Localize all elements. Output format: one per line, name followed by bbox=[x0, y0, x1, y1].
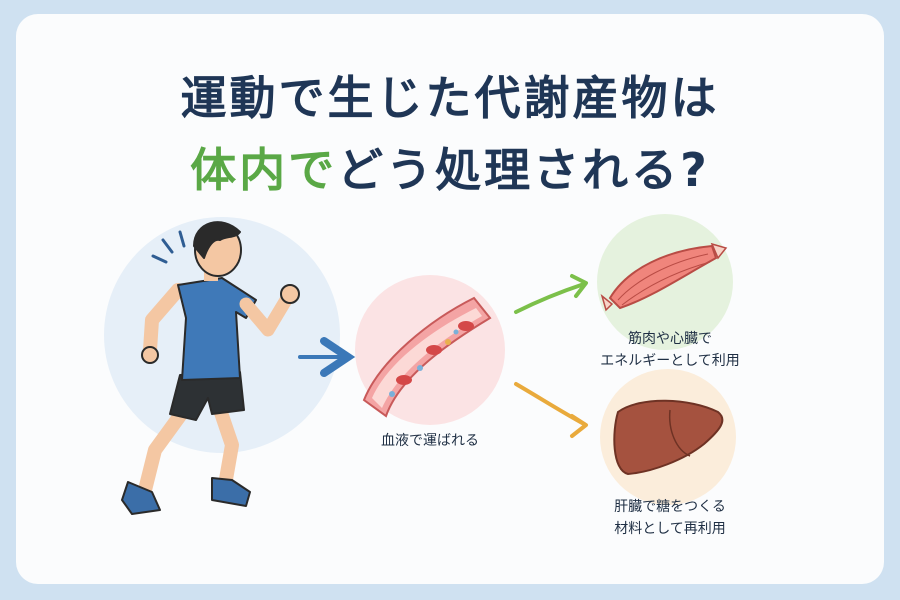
liver-caption-line1: 肝臓で糖をつくる bbox=[614, 499, 726, 515]
arrow-to-muscle bbox=[514, 282, 586, 314]
title-line-2: 体内でどう処理される? bbox=[0, 134, 900, 200]
arrow-head-muscle bbox=[570, 274, 588, 298]
muscle-caption-line2: エネルギーとして利用 bbox=[600, 353, 740, 369]
blood-vessel-icon bbox=[362, 296, 492, 418]
title-text-1: 運動で生じた代謝産物は bbox=[180, 71, 720, 125]
blood-caption: 血液で運ばれる bbox=[360, 430, 500, 452]
runner-icon bbox=[121, 221, 300, 515]
muscle-caption-line1: 筋肉や心臓で bbox=[628, 331, 712, 347]
title-highlight: 体内で bbox=[190, 143, 338, 197]
liver-caption-line2: 材料として再利用 bbox=[614, 521, 726, 537]
title-line-1: 運動で生じた代謝産物は bbox=[0, 62, 900, 128]
liver-caption: 肝臓で糖をつくる 材料として再利用 bbox=[580, 496, 760, 540]
muscle-icon bbox=[600, 242, 728, 312]
blood-caption-text: 血液で運ばれる bbox=[381, 433, 479, 449]
arrow-head-liver bbox=[570, 414, 588, 438]
liver-icon bbox=[613, 399, 724, 476]
muscle-caption: 筋肉や心臓で エネルギーとして利用 bbox=[580, 328, 760, 372]
title-text-2: どう処理される? bbox=[337, 143, 710, 197]
